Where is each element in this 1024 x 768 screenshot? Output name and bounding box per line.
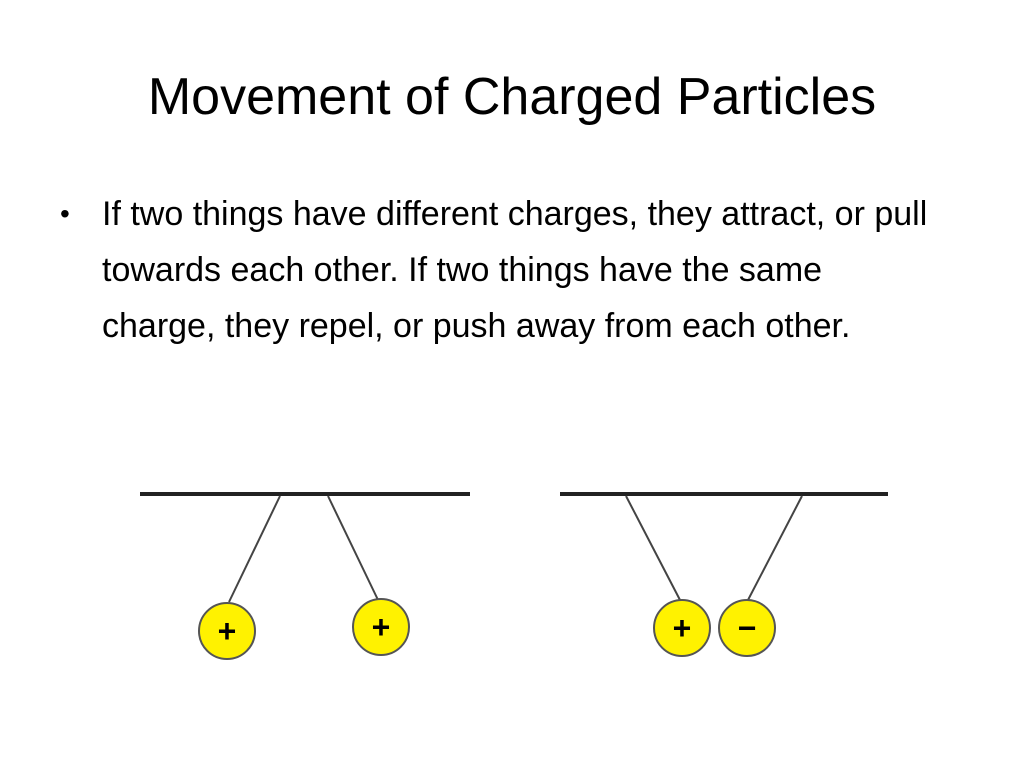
- positive-ball-1: +: [198, 602, 256, 660]
- right-string-1: [625, 495, 681, 601]
- charge-diagram: + + + −: [140, 492, 888, 660]
- left-string-2: [327, 495, 380, 603]
- right-string-2: [747, 495, 803, 601]
- bullet-text: If two things have different charges, th…: [102, 195, 928, 345]
- charge-label: +: [372, 609, 391, 645]
- charge-label: +: [673, 610, 692, 646]
- positive-ball-2: +: [352, 598, 410, 656]
- positive-ball-3: +: [653, 599, 711, 657]
- bullet-list: • If two things have different charges, …: [60, 186, 940, 354]
- repel-diagram: + +: [140, 492, 470, 660]
- charge-label: +: [218, 613, 237, 649]
- slide-title: Movement of Charged Particles: [147, 68, 877, 126]
- bullet-marker: •: [60, 198, 70, 229]
- bullet-item: • If two things have different charges, …: [60, 186, 940, 354]
- left-string-1: [228, 495, 281, 603]
- charge-label: −: [738, 610, 757, 646]
- attract-diagram: + −: [560, 492, 888, 657]
- negative-ball: −: [718, 599, 776, 657]
